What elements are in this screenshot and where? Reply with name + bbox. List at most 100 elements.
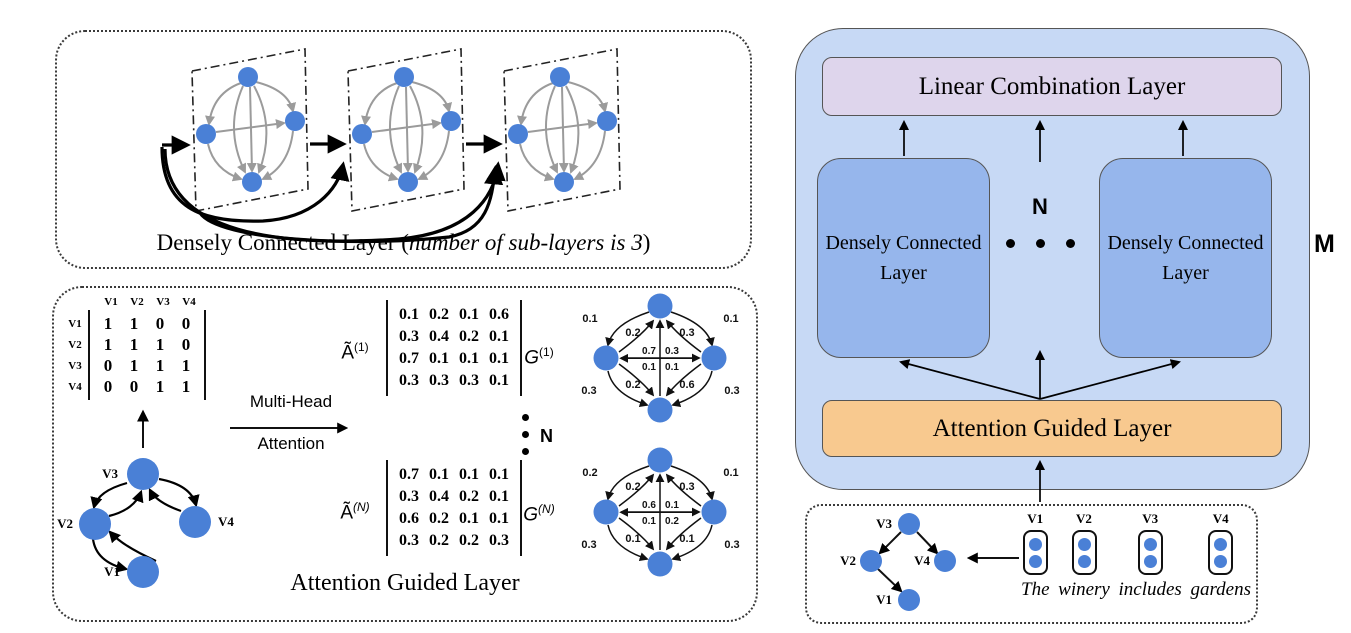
embedding-label: V3 bbox=[1142, 511, 1159, 526]
matrix-cell: 1 bbox=[103, 334, 113, 354]
matrix-cell: 0.2 bbox=[459, 532, 479, 549]
matrix-col-header: V3 bbox=[156, 296, 170, 308]
dcl-caption-italic: number of sub-layers is 3 bbox=[408, 230, 643, 255]
graph-node bbox=[701, 499, 727, 525]
matrix-cell: 0.4 bbox=[429, 328, 449, 345]
matrix-cell: 1 bbox=[155, 376, 165, 396]
embedding-column: V1 The bbox=[1021, 511, 1050, 601]
dense-skip-arc-2 bbox=[163, 148, 506, 243]
tree-label-v3: V3 bbox=[876, 516, 892, 531]
matrix-cell: 0.3 bbox=[459, 372, 479, 389]
edge-weight: 0.1 bbox=[582, 313, 597, 325]
matrix-cell: 0.1 bbox=[399, 306, 419, 323]
attention-matrix-1-label: Ã(1) bbox=[341, 340, 369, 364]
embedding-dot bbox=[1077, 537, 1091, 551]
matrix-col-header: V4 bbox=[182, 296, 196, 308]
matrix-cell: 0 bbox=[155, 313, 165, 333]
matrix-cell: 0 bbox=[181, 313, 191, 333]
matrix-cell: 0.1 bbox=[459, 466, 479, 483]
attention-graph-1: 0.1 0.1 0.3 0.3 0.2 0.3 0.2 0.6 0.7 0.3 … bbox=[581, 293, 740, 423]
edge-weight: 0.1 bbox=[625, 533, 640, 545]
matrix-row-header: V4 bbox=[68, 380, 82, 393]
embedding-vector bbox=[1137, 530, 1163, 575]
matrix-cell: 1 bbox=[155, 355, 165, 375]
tree-node-v3 bbox=[898, 513, 920, 535]
matrix-cell: 0.2 bbox=[429, 306, 449, 323]
edge-weight: 0.3 bbox=[581, 539, 596, 551]
dense-skip-arc-1 bbox=[160, 146, 350, 223]
matrix-cell: 0.6 bbox=[489, 306, 509, 323]
matrix-cell: 1 bbox=[181, 355, 191, 375]
matrix-cell: 0.1 bbox=[459, 510, 479, 527]
graph-node bbox=[701, 345, 727, 371]
matrix-cell: 0 bbox=[181, 334, 191, 354]
embedding-column: V3 includes bbox=[1119, 511, 1182, 601]
edge-weight: 0.1 bbox=[642, 362, 656, 373]
graph-to-matrix-arrow bbox=[137, 409, 149, 448]
graph-node bbox=[285, 111, 305, 131]
embedding-dot bbox=[1214, 537, 1228, 551]
matrix-cell: 0.1 bbox=[459, 350, 479, 367]
dcl-caption: Densely Connected Layer (number of sub-l… bbox=[57, 230, 750, 256]
graph-node bbox=[647, 293, 673, 319]
input-sentence-panel: V3 V2 V4 V1 V1 The V2 winery V3 bbox=[805, 504, 1258, 624]
matrix-cell: 0.4 bbox=[429, 488, 449, 505]
graph-node bbox=[196, 124, 216, 144]
embedding-label: V4 bbox=[1212, 511, 1229, 526]
tree-node-v2 bbox=[860, 550, 882, 572]
node-label-v3: V3 bbox=[102, 466, 118, 481]
matrix-cell: 0.6 bbox=[399, 510, 419, 527]
matrix-cell: 0.7 bbox=[399, 466, 419, 483]
edge-weight: 0.1 bbox=[665, 500, 679, 511]
graph-node bbox=[647, 397, 673, 423]
matrix-cell: 1 bbox=[181, 376, 191, 396]
matrix-cell: 0.2 bbox=[459, 328, 479, 345]
dcl-caption-suffix: ) bbox=[642, 230, 651, 255]
node-label-v2: V2 bbox=[57, 516, 73, 531]
ellipsis-dot bbox=[522, 431, 529, 438]
edge-weight: 0.2 bbox=[625, 379, 640, 391]
embedding-vector bbox=[1208, 530, 1234, 575]
embedding-dot bbox=[1143, 537, 1157, 551]
edge-weight: 0.6 bbox=[642, 500, 656, 511]
embedding-dot bbox=[1028, 537, 1042, 551]
matrix-cell: 0.3 bbox=[399, 488, 419, 505]
edge-weight: 0.3 bbox=[724, 385, 739, 397]
matrix-row-header: V3 bbox=[68, 359, 82, 372]
attention-label: Attention bbox=[257, 434, 325, 453]
embedding-dot bbox=[1077, 554, 1091, 568]
tree-node-v1 bbox=[898, 589, 920, 611]
n-heads-label: N bbox=[540, 426, 553, 446]
edge-weight: 0.1 bbox=[679, 533, 694, 545]
edge-weight: 0.1 bbox=[665, 362, 679, 373]
dense-skip-arc-3 bbox=[198, 165, 504, 244]
attention-graph-n: 0.2 0.1 0.3 0.3 0.2 0.3 0.1 0.1 0.6 0.1 … bbox=[581, 447, 740, 577]
word: The bbox=[1021, 579, 1050, 600]
graph-node bbox=[238, 67, 258, 87]
m-blocks-label: M bbox=[1314, 230, 1335, 258]
edge-weight: 0.1 bbox=[723, 467, 738, 479]
edge-weight: 0.2 bbox=[625, 481, 640, 493]
matrix-cell: 0.1 bbox=[489, 488, 509, 505]
attention-guided-layer-box: Attention Guided Layer bbox=[822, 400, 1282, 457]
matrix-cell: 0.1 bbox=[429, 466, 449, 483]
embedding-dot bbox=[1143, 554, 1157, 568]
graph-n-label: G(N) bbox=[523, 502, 555, 526]
tree-label-v1: V1 bbox=[876, 592, 892, 607]
ellipsis-dot bbox=[1036, 239, 1045, 248]
tree-label-v4: V4 bbox=[914, 553, 930, 568]
embedding-column: V4 gardens bbox=[1190, 511, 1251, 601]
matrix-col-header: V1 bbox=[104, 296, 118, 308]
densely-connected-layer-panel: Densely Connected Layer (number of sub-l… bbox=[55, 30, 752, 269]
edge-weight: 0.1 bbox=[723, 313, 738, 325]
embeddings-to-tree-arrow bbox=[966, 552, 1019, 564]
matrix-cell: 1 bbox=[129, 355, 139, 375]
matrix-cell: 0 bbox=[129, 376, 139, 396]
